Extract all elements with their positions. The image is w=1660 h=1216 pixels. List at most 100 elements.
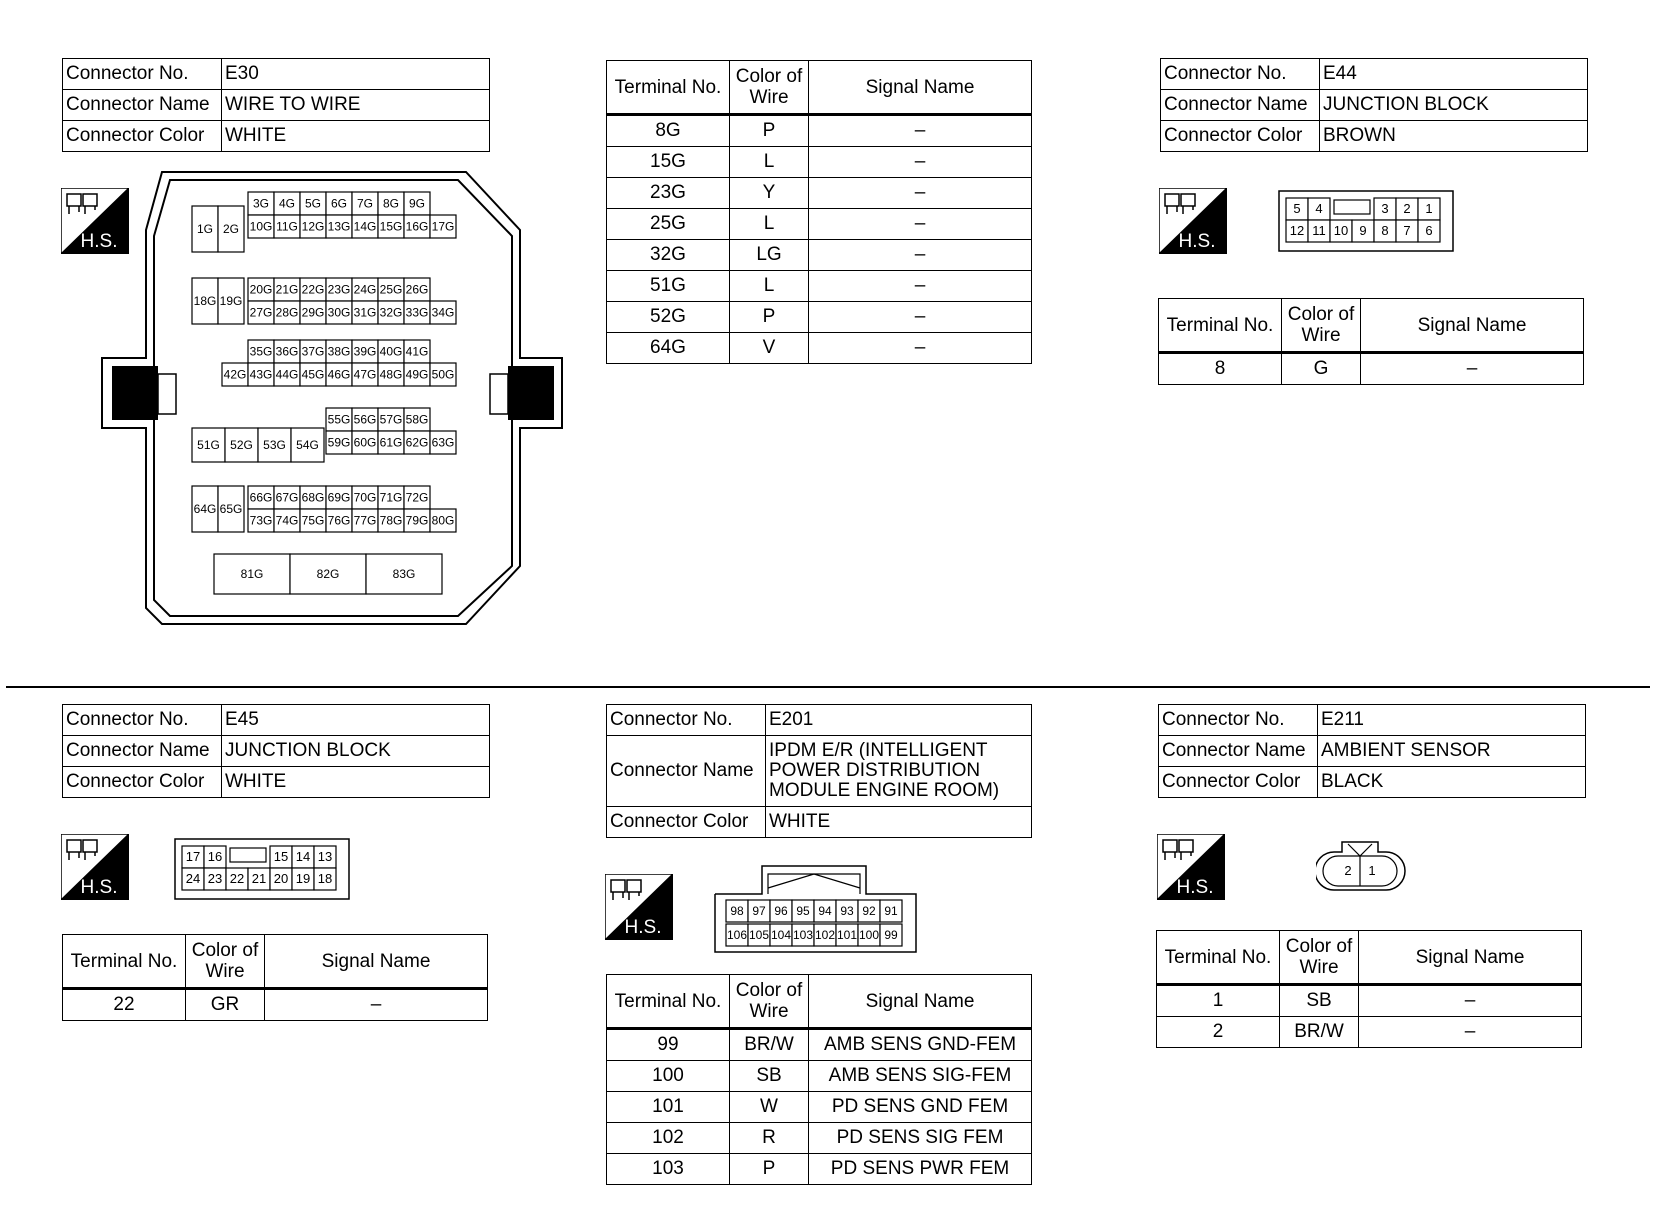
pin-label: 82G [317,567,340,581]
info-label: Connector Name [1158,735,1318,767]
pin-label: 16G [406,220,429,234]
info-value: WHITE [765,806,1032,838]
info-label: Connector Color [1160,120,1320,152]
pin-label: 31G [354,306,377,320]
wire-color: P [729,114,809,147]
terminal-no: 22 [62,988,186,1021]
pin-cell [257,427,292,463]
pin-label: 17 [186,849,200,864]
wire-color: R [729,1122,809,1154]
pin-label: 78G [380,514,403,528]
pin-label: 73G [250,514,273,528]
info-label: Connector No. [606,704,766,736]
wire-color: Y [729,177,809,209]
pin-label: 1 [1368,863,1375,878]
terminal-no: 1 [1156,984,1280,1017]
info-value: WHITE [221,120,490,152]
e201-terminal-table: Terminal No. Color of Wire Signal Name 9… [606,974,1032,1185]
pin-label: 11G [276,220,298,234]
e211-terminal-table: Terminal No. Color of Wire Signal Name 1… [1156,930,1582,1048]
pin-label: 59G [328,436,351,450]
pin-label: 33G [406,306,429,320]
pin-label: 57G [380,413,403,427]
pin-label: 7G [357,197,373,211]
signal-name: PD SENS SIG FEM [808,1122,1032,1154]
pin-label: 2G [223,222,239,236]
pin-label: 20G [250,283,273,297]
signal-name: PD SENS GND FEM [808,1091,1032,1123]
pin-label: 74G [276,514,299,528]
pin-label: 44G [276,368,299,382]
pin-label: 1G [197,222,213,236]
hs-label: H.S. [625,917,662,938]
info-value-connector-name: IPDM E/R (INTELLIGENT POWER DISTRIBUTION… [765,735,1032,807]
pin-label: 61G [380,436,403,450]
pin-label: 14G [354,220,377,234]
pin-label: 9G [409,197,425,211]
info-label: Connector Color [62,766,222,798]
pin-label: 40G [380,345,403,359]
pin-label: 15G [380,220,403,234]
terminal-no: 8G [606,114,730,147]
terminal-no: 15G [606,146,730,178]
pin-cell [879,923,903,947]
signal-name: – [264,988,488,1021]
pin-label: 39G [354,345,377,359]
wire-color: LG [729,239,809,271]
info-row: Connector No.E44 [1160,58,1588,90]
signal-name: – [808,301,1032,333]
pin-label: 7 [1403,223,1410,238]
pin-cell [191,427,226,463]
terminal-no: 23G [606,177,730,209]
pin-label: 64G [194,502,217,516]
pin-label: 104 [771,928,791,942]
wire-color: W [729,1091,809,1123]
info-row: Connector No.E30 [62,58,490,90]
pin-label: 1 [1425,201,1432,216]
pin-label: 72G [406,491,429,505]
harness-side-icon: H.S. [61,834,129,900]
pin-label: 27G [250,306,273,320]
pin-cell [290,427,325,463]
pin-label: 77G [354,514,377,528]
pin-cell [365,553,443,595]
pin-label: 105 [749,928,769,942]
pin-cell [429,430,457,455]
pin-label: 43G [250,368,273,382]
pin-cell [224,427,259,463]
info-label: Connector Name [1160,89,1320,121]
info-row: Connector No.E211 [1158,704,1586,736]
pin-label: 66G [250,491,273,505]
pin-label: 2 [1344,863,1351,878]
terminal-no-header: Terminal No. [606,974,730,1030]
signal-name-header: Signal Name [1358,930,1582,986]
pin-label: 14 [296,849,310,864]
pin-label: 11 [1312,223,1326,238]
signal-name: – [808,332,1032,364]
info-label: Connector Name [62,735,222,767]
info-label: Connector Color [1158,766,1318,798]
pin-label: 96 [774,904,788,918]
signal-name: – [808,114,1032,147]
pin-cell [191,485,219,533]
terminal-header-row: Terminal No. Color of Wire Signal Name [1156,930,1582,986]
wire-color: L [729,270,809,302]
wire-color-header: Color of Wire [1279,930,1359,986]
e44-terminal-table: Terminal No. Color of Wire Signal Name 8… [1158,298,1584,385]
info-label: Connector No. [1158,704,1318,736]
signal-name: – [808,177,1032,209]
